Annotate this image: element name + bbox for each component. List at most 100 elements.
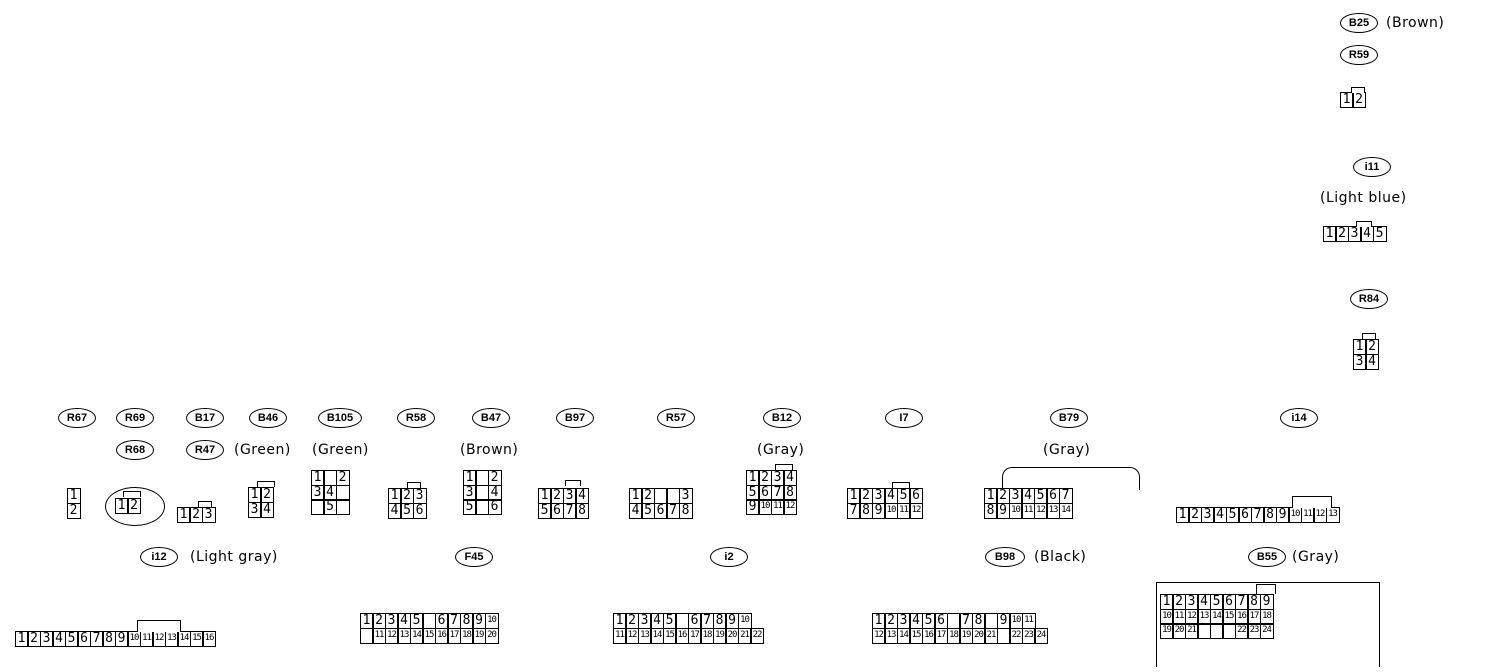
pin-1: 1 bbox=[1159, 594, 1174, 610]
pin-9: 9 bbox=[725, 613, 739, 629]
pin-3: 3 bbox=[1352, 353, 1367, 370]
pin-10: 10 bbox=[1009, 613, 1023, 629]
pin-24: 24 bbox=[1034, 627, 1048, 644]
connector-tag-r84: R84 bbox=[1350, 289, 1388, 309]
pin-18: 18 bbox=[1259, 608, 1274, 625]
pin-cavity-empty bbox=[323, 470, 337, 486]
pin-cavity-empty bbox=[422, 613, 436, 629]
pin-7: 7 bbox=[1250, 507, 1265, 523]
lock-tab-b46 bbox=[257, 481, 275, 487]
pin-3: 3 bbox=[1184, 594, 1199, 610]
pin-3: 3 bbox=[384, 613, 399, 629]
pin-2: 2 bbox=[27, 631, 41, 647]
pin-7: 7 bbox=[447, 613, 461, 629]
connector-tag-r67: R67 bbox=[58, 408, 96, 428]
pin-5: 5 bbox=[745, 484, 760, 501]
connector-tag-b12: B12 bbox=[763, 408, 801, 428]
pin-10: 10 bbox=[758, 499, 772, 515]
pin-2: 2 bbox=[66, 502, 81, 519]
pin-3: 3 bbox=[1008, 488, 1023, 504]
connector-b79-shroud bbox=[1002, 467, 1140, 490]
pin-14: 14 bbox=[1209, 608, 1224, 625]
pin-1: 1 bbox=[387, 488, 402, 504]
pin-24: 24 bbox=[1259, 623, 1274, 639]
pin-5: 5 bbox=[921, 613, 936, 629]
pin-4: 4 bbox=[1365, 353, 1379, 370]
pin-6: 6 bbox=[487, 499, 502, 515]
pin-1: 1 bbox=[359, 613, 374, 629]
connector-color-i12: (Light gray) bbox=[190, 549, 278, 565]
connector-tag-i14: i14 bbox=[1280, 408, 1318, 428]
pin-22: 22 bbox=[1009, 627, 1023, 644]
pin-3: 3 bbox=[637, 613, 652, 629]
pin-8: 8 bbox=[678, 502, 693, 519]
pin-4: 4 bbox=[909, 613, 923, 629]
pin-3: 3 bbox=[678, 488, 693, 504]
pin-14: 14 bbox=[1058, 502, 1073, 519]
connector-color-b79: (Gray) bbox=[1043, 442, 1091, 458]
pin-7: 7 bbox=[1234, 594, 1249, 610]
connector-tag-r58: R58 bbox=[397, 408, 435, 428]
pin-2: 2 bbox=[400, 488, 414, 504]
pin-5: 5 bbox=[1209, 594, 1224, 610]
pin-9: 9 bbox=[472, 613, 486, 629]
connector-tag-f45: F45 bbox=[455, 547, 493, 567]
pin-17: 17 bbox=[447, 627, 461, 644]
pin-4: 4 bbox=[1021, 488, 1035, 504]
pin-12: 12 bbox=[783, 499, 797, 515]
pin-9: 9 bbox=[996, 613, 1011, 629]
pin-3: 3 bbox=[770, 470, 785, 486]
pin-19: 19 bbox=[959, 627, 973, 644]
connector-tag-b79: B79 bbox=[1050, 408, 1088, 428]
pin-2: 2 bbox=[550, 488, 564, 504]
pin-cavity-empty bbox=[335, 484, 350, 501]
pin-9: 9 bbox=[114, 631, 129, 647]
pin-14: 14 bbox=[409, 627, 424, 644]
pin-18: 18 bbox=[946, 627, 961, 644]
pin-11: 11 bbox=[1172, 608, 1186, 625]
pin-2: 2 bbox=[1352, 92, 1366, 108]
pin-5: 5 bbox=[662, 613, 677, 629]
pin-7: 7 bbox=[846, 502, 861, 519]
pin-4: 4 bbox=[323, 484, 337, 501]
pin-4: 4 bbox=[628, 502, 643, 519]
pin-8: 8 bbox=[859, 502, 873, 519]
pin-6: 6 bbox=[1238, 507, 1252, 523]
pin-1: 1 bbox=[871, 613, 886, 629]
pin-8: 8 bbox=[459, 613, 474, 629]
pin-2: 2 bbox=[1335, 226, 1349, 242]
pin-8: 8 bbox=[102, 631, 116, 647]
pin-9: 9 bbox=[1275, 507, 1290, 523]
pin-cavity-empty bbox=[946, 613, 961, 629]
pin-2: 2 bbox=[859, 488, 873, 504]
pin-6: 6 bbox=[1046, 488, 1060, 504]
lock-tab-b12 bbox=[775, 464, 793, 470]
lock-tab-i12 bbox=[137, 620, 181, 632]
pin-3: 3 bbox=[1347, 226, 1362, 242]
pin-11: 11 bbox=[372, 627, 386, 644]
pin-19: 19 bbox=[712, 627, 727, 644]
pin-2: 2 bbox=[372, 613, 386, 629]
pin-18: 18 bbox=[700, 627, 714, 644]
pin-1: 1 bbox=[310, 470, 325, 486]
